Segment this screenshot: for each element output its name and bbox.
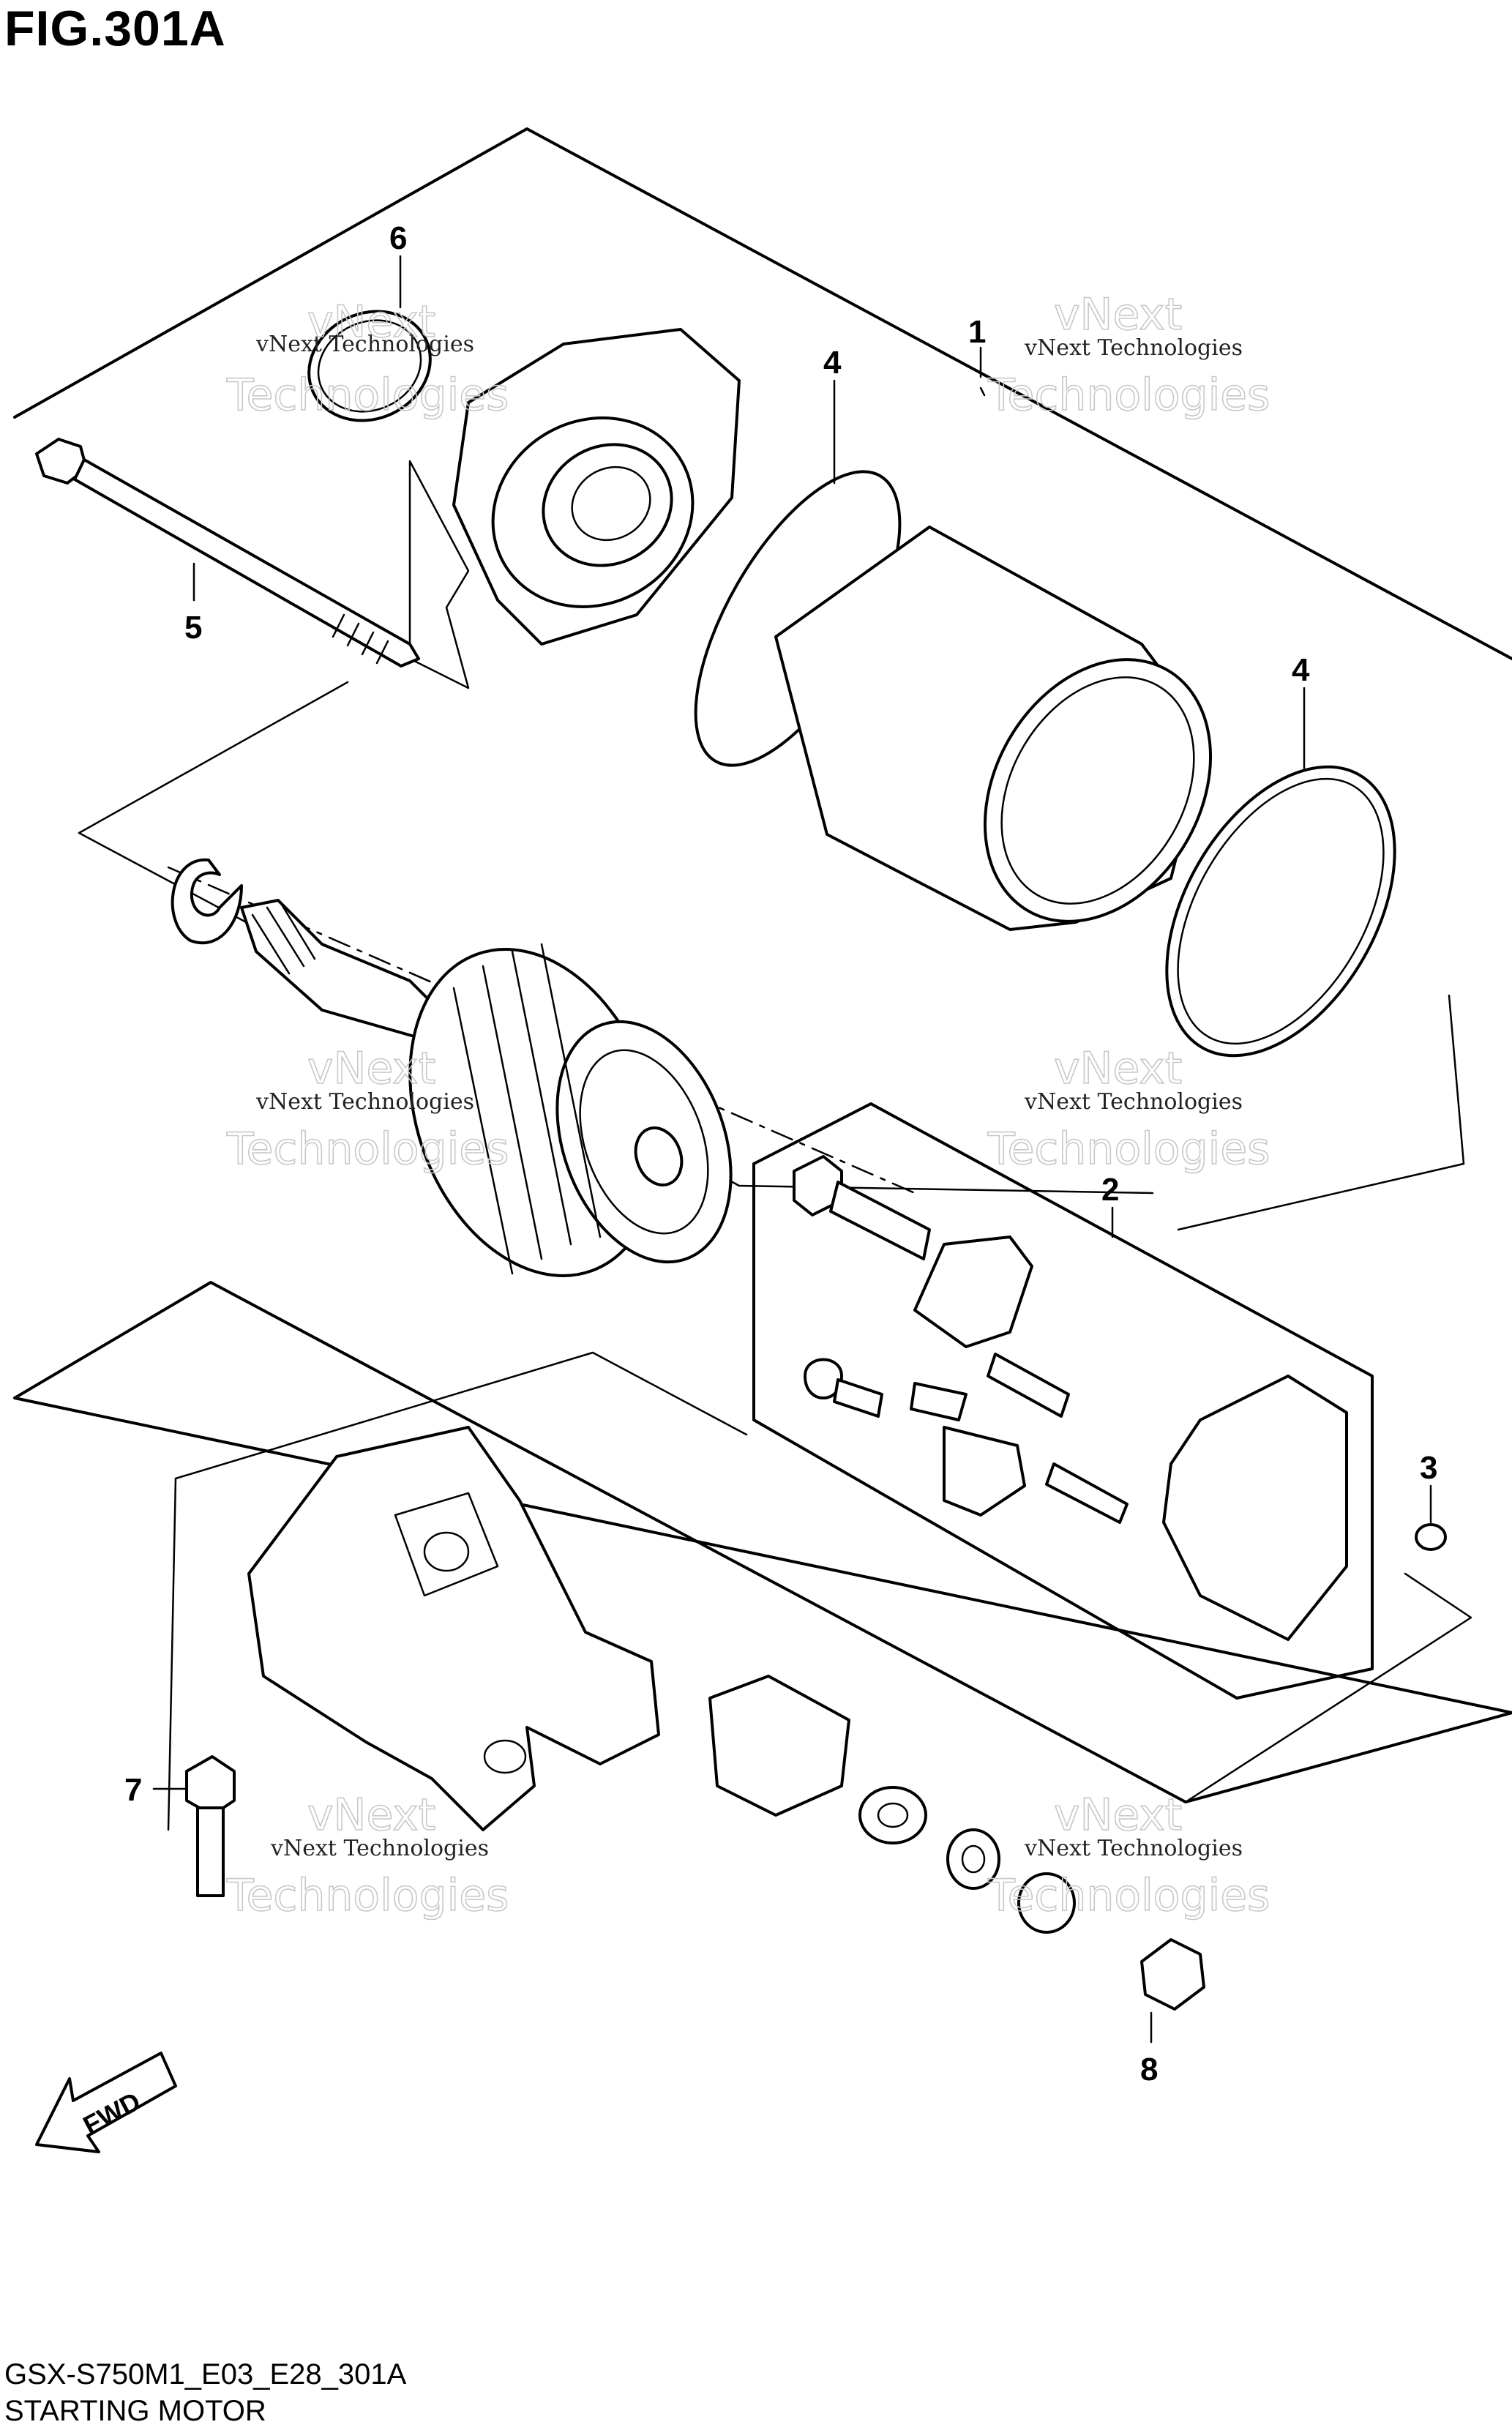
- leader-lines: [152, 255, 1432, 2044]
- svg-text:Technologies: Technologies: [226, 1124, 509, 1175]
- front-cover: [408, 328, 741, 689]
- svg-text:vNext Technologies: vNext Technologies: [1024, 1089, 1243, 1115]
- diagram-caption: STARTING MOTOR: [4, 2395, 266, 2427]
- washer-large-inner: [877, 1802, 909, 1828]
- svg-text:vNext: vNext: [1054, 1043, 1182, 1094]
- yoke: [774, 526, 1213, 931]
- watermark-bottom-right: vNext Technologies vNext Technologies: [987, 1789, 1270, 1922]
- svg-text:Technologies: Technologies: [226, 370, 509, 421]
- long-through-bolt: [35, 438, 420, 668]
- watermark-mid-left: vNext Technologies vNext Technologies: [225, 1042, 509, 1175]
- svg-text:vNext Technologies: vNext Technologies: [255, 1089, 474, 1115]
- callout-4-upper: 4: [823, 345, 842, 381]
- svg-text:Technologies: Technologies: [226, 1870, 509, 1921]
- housing-group-outline: [167, 1351, 1472, 1831]
- callout-1: 1: [968, 314, 986, 350]
- watermark-top-left: vNext Technologies vNext Technologies: [225, 296, 509, 422]
- callout-6: 6: [389, 220, 407, 256]
- watermark-top-right: vNext Technologies vNext Technologies: [987, 288, 1270, 422]
- rear-housing: [247, 1426, 660, 1831]
- svg-text:vNext: vNext: [307, 1790, 435, 1841]
- washer-medium-inner: [961, 1844, 986, 1874]
- svg-text:vNext Technologies: vNext Technologies: [1024, 1836, 1243, 1861]
- svg-text:vNext Technologies: vNext Technologies: [270, 1836, 489, 1861]
- snap-ring: [171, 858, 243, 945]
- brush-set: [793, 1155, 1348, 1641]
- washer-medium: [946, 1828, 1000, 1890]
- svg-text:vNext Technologies: vNext Technologies: [255, 332, 474, 357]
- mounting-bolt: [185, 1755, 236, 1897]
- washer-flanged: [1017, 1872, 1076, 1934]
- svg-text:vNext Technologies: vNext Technologies: [1024, 335, 1243, 361]
- brush-set-box: [752, 1102, 1374, 1700]
- terminal-nut: [1140, 1938, 1205, 2011]
- callout-8: 8: [1140, 2052, 1158, 2087]
- callout-5: 5: [184, 610, 202, 646]
- armature: [240, 899, 733, 1277]
- fwd-arrow-icon: FWD: [35, 2052, 177, 2153]
- watermark-bottom-left: vNext Technologies vNext Technologies: [225, 1789, 509, 1922]
- o-ring-lower-inner: [1177, 777, 1385, 1045]
- small-washer: [1415, 1523, 1447, 1551]
- svg-text:vNext: vNext: [1054, 1790, 1182, 1841]
- svg-text:vNext: vNext: [1054, 289, 1182, 340]
- svg-text:Technologies: Technologies: [987, 1124, 1270, 1175]
- washer-large: [858, 1786, 927, 1844]
- watermark-mid-right: vNext Technologies vNext Technologies: [987, 1042, 1270, 1175]
- callout-3: 3: [1420, 1450, 1437, 1486]
- svg-text:Technologies: Technologies: [987, 1870, 1270, 1921]
- callout-7: 7: [124, 1772, 142, 1808]
- callout-2: 2: [1101, 1172, 1119, 1208]
- o-ring-lower: [1165, 765, 1396, 1058]
- diagram-code: GSX-S750M1_E03_E28_301A: [4, 2358, 407, 2390]
- o-ring-front-cover: [307, 310, 432, 422]
- o-ring-front-cover-inner: [317, 319, 422, 413]
- svg-text:vNext: vNext: [307, 296, 435, 348]
- callout-4-lower: 4: [1292, 652, 1310, 688]
- svg-text:Technologies: Technologies: [987, 370, 1270, 421]
- svg-text:vNext: vNext: [307, 1043, 435, 1094]
- figure-title: FIG.301A: [4, 1, 226, 56]
- brush-holder-cup: [708, 1675, 850, 1817]
